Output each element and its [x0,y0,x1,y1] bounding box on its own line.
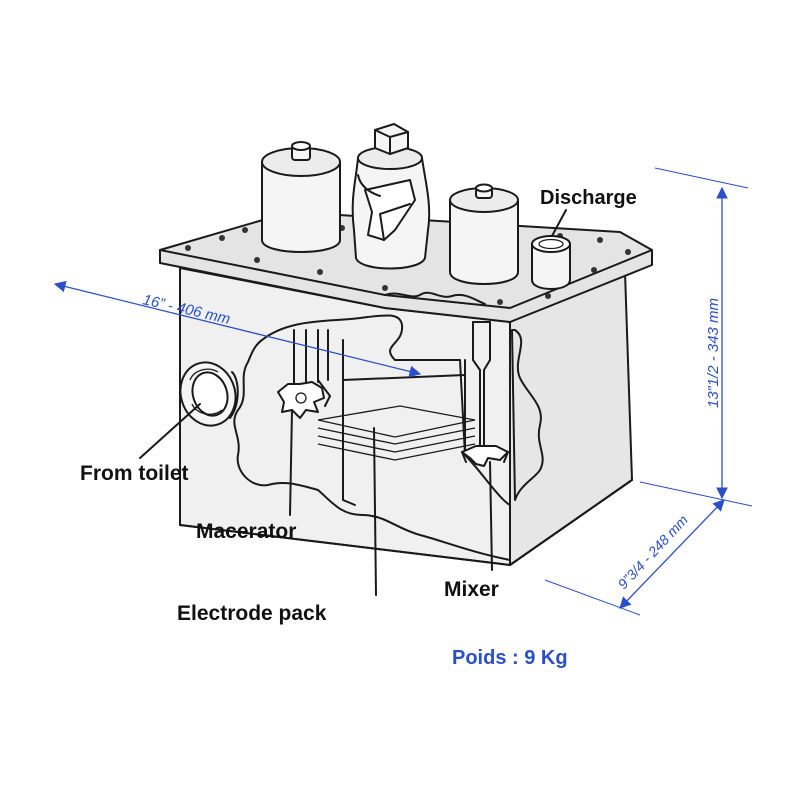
left-motor [261,141,341,253]
label-macerator: Macerator [196,520,296,543]
weight-label: Poids : 9 Kg [452,647,568,669]
height-extension-top [654,167,749,189]
label-mixer: Mixer [444,578,499,601]
label-electrode-pack: Electrode pack [177,602,327,625]
leader-lines [139,209,567,596]
discharge-pipe [531,235,571,290]
depth-extension-bottom [544,579,641,616]
leader-discharge [551,209,567,237]
dimension-depth-text: 9”3/4 - 248 mm [614,511,691,592]
height-extension-bottom [639,481,753,507]
depth-dimension-arrow [619,499,725,609]
center-motor [351,123,431,270]
leader-electrode [373,427,377,596]
housing-side-face [509,271,633,566]
side-cutaway [511,329,544,501]
electrode-plates [317,405,476,461]
leader-from-toilet [139,403,201,459]
mixer-assembly [461,321,509,467]
leader-macerator [289,409,293,516]
leader-mixer [489,461,493,571]
width-dimension-arrow [53,280,422,378]
label-from-toilet: From toilet [80,462,189,485]
dimension-lines [53,167,753,616]
label-discharge: Discharge [540,187,637,209]
housing-bottom-edge [179,479,633,566]
top-plate-front-edge [159,249,653,309]
dimension-height-text: 13”1/2 - 343 mm [705,298,722,408]
right-motor [449,183,519,285]
